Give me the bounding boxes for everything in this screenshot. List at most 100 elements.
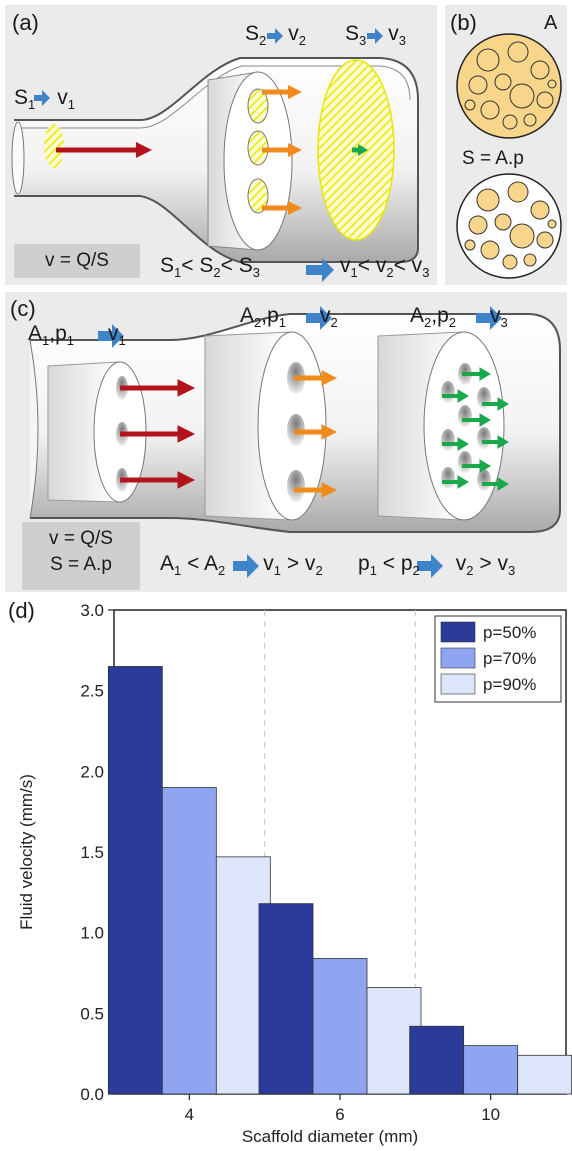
blue-arrow-icon (34, 90, 50, 106)
blue-arrow-icon (476, 306, 502, 330)
legend-label: p=50% (483, 623, 536, 642)
subscript: 2 (424, 315, 432, 331)
blue-arrow-icon (98, 324, 124, 348)
subscript: 1 (28, 97, 36, 113)
subscript: 2 (386, 265, 394, 281)
subscript: 3 (398, 33, 406, 49)
pipe-inlet-opening (11, 121, 25, 195)
y-tick-label: 0.0 (80, 1085, 104, 1104)
panel-b-label: (b) (450, 10, 477, 35)
subscript: 2 (254, 315, 262, 331)
x-tick-label: 6 (335, 1105, 344, 1124)
bar (161, 787, 217, 1095)
orange-flow-arrows (294, 370, 338, 498)
area-label: A (544, 12, 558, 34)
orange-flow-arrow (262, 85, 302, 99)
subscript: 1 (350, 265, 358, 281)
subscript: 1 (273, 563, 281, 579)
symbol: A (160, 552, 175, 575)
bar (517, 1054, 572, 1095)
bar (409, 1025, 465, 1095)
subscript: 1 (67, 97, 75, 113)
y-tick-label: 1.0 (80, 924, 104, 943)
legend-swatch (440, 673, 476, 695)
symbol: < A (181, 552, 219, 575)
blue-arrow-icon (306, 258, 334, 282)
symbol: < p (376, 552, 413, 575)
formula-box-c: v = Q/S S = A.p (22, 522, 140, 590)
subscript: 2 (218, 563, 226, 579)
subscript: 2 (466, 563, 474, 579)
symbol: v (57, 86, 68, 109)
y-tick-label: 0.5 (80, 1004, 104, 1023)
y-tick-label: 1.5 (80, 843, 104, 862)
subscript: 2 (259, 33, 267, 49)
legend-swatch (440, 647, 476, 669)
bar (312, 958, 368, 1095)
symbol: v (263, 552, 274, 575)
symbol: < S (220, 254, 253, 277)
blue-arrow-icon (367, 28, 383, 44)
formula-box-a: v = Q/S (14, 244, 140, 278)
pores-full (464, 41, 557, 130)
formula-line-1: v = Q/S (49, 528, 113, 549)
subscript: 2 (412, 563, 420, 579)
subscript: 2 (448, 315, 456, 331)
subscript: 3 (422, 265, 430, 281)
orange-flow-arrow (262, 143, 302, 157)
y-tick-label: 2.0 (80, 762, 104, 781)
symbol: v (340, 254, 351, 277)
symbol: A (28, 322, 43, 345)
subscript: 2 (315, 563, 323, 579)
bar (258, 903, 314, 1095)
subscript: 2 (213, 265, 221, 281)
legend-label: p=90% (483, 675, 536, 694)
subscript: 3 (507, 563, 516, 579)
symbol: S (14, 86, 29, 109)
symbol: S (245, 22, 260, 45)
symbol: v (108, 322, 119, 345)
symbol: ,p (261, 304, 279, 327)
subscript: 1 (174, 563, 182, 579)
subscript: 2 (330, 315, 338, 331)
symbol: v (320, 304, 331, 327)
disk-pore (247, 88, 269, 124)
subscript: 1 (42, 333, 50, 349)
inlet-section-s1 (44, 124, 64, 168)
symbol: S (160, 254, 175, 277)
panel-a-label: (a) (12, 10, 39, 35)
symbol: p (358, 552, 370, 575)
symbol: v (288, 22, 299, 45)
blue-arrow-icon (267, 28, 283, 44)
symbol: v (388, 22, 399, 45)
symbol: A (240, 304, 255, 327)
symbol: < S (181, 254, 214, 277)
orange-flow-arrow (262, 201, 302, 215)
y-tick-label: 2.5 (80, 682, 104, 701)
y-axis-label: Fluid velocity (mm/s) (17, 774, 36, 930)
porous-area-label: S = A.p (462, 148, 524, 169)
legend-swatch (440, 621, 476, 643)
formula-line-2: S = A.p (50, 554, 112, 575)
symbol: S (345, 22, 360, 45)
symbol: v (490, 304, 501, 327)
subscript: 3 (500, 315, 508, 331)
inequality-s: S1< S2< S3 (160, 254, 260, 280)
symbol: ,p (431, 304, 449, 327)
x-axis-label: Scaffold diameter (mm) (242, 1127, 418, 1146)
subscript: 1 (278, 315, 286, 331)
blue-arrow-icon (306, 306, 332, 330)
panel-d-label: (d) (8, 598, 35, 623)
pipe-inner-top (14, 65, 411, 129)
symbol: > v (281, 552, 316, 575)
blue-arrow-icon (417, 554, 443, 578)
